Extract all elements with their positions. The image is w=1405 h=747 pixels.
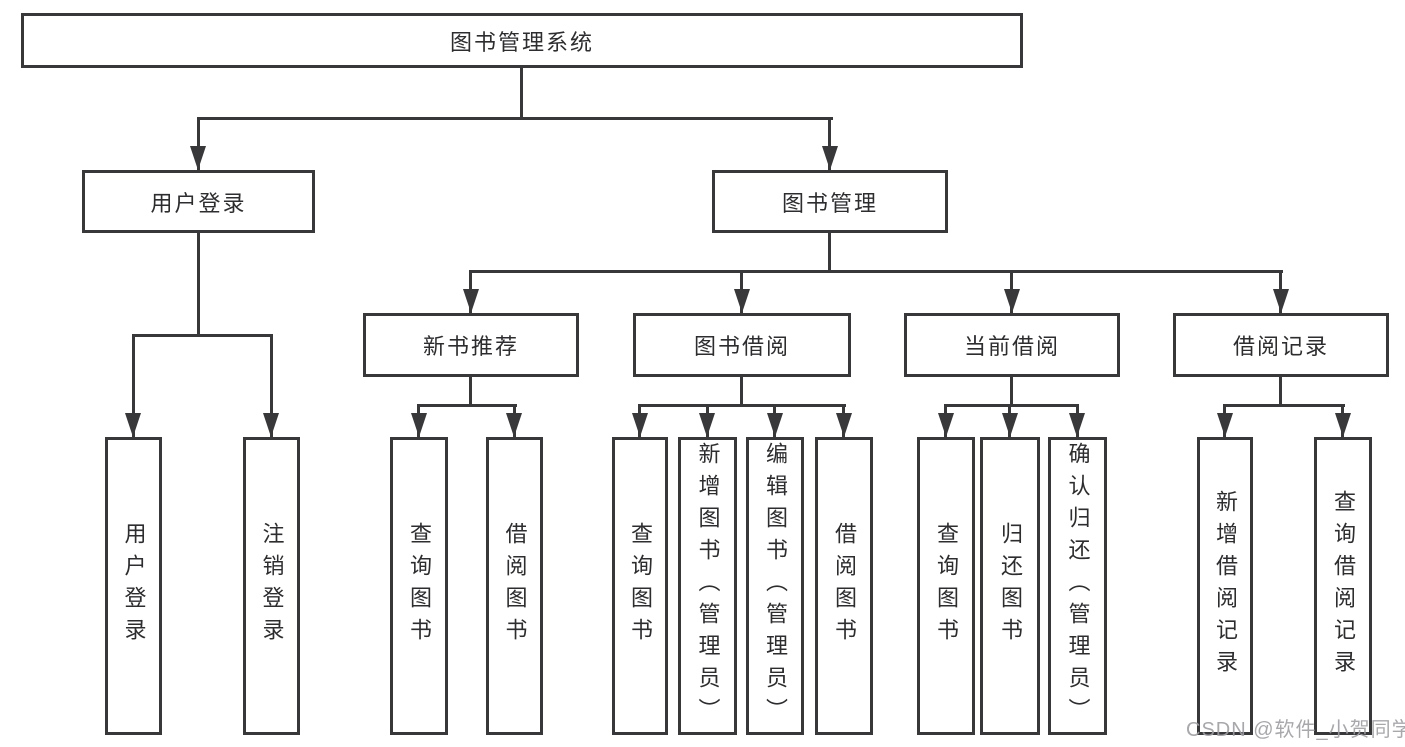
leaf-borrow-books-recommend: 借阅图书 bbox=[486, 437, 543, 735]
connector-line bbox=[1223, 404, 1345, 407]
node-new-book-recommend: 新书推荐 bbox=[363, 313, 579, 377]
arrowhead-down-icon bbox=[463, 289, 479, 313]
connector-line bbox=[638, 404, 846, 407]
connector-line bbox=[132, 334, 135, 437]
leaf-query-books-current: 查询图书 bbox=[917, 437, 975, 735]
arrowhead-down-icon bbox=[190, 146, 206, 170]
connector-line bbox=[828, 117, 831, 170]
node-user-login-label: 用户登录 bbox=[150, 190, 247, 216]
leaf-query-books-recommend: 查询图书 bbox=[390, 437, 448, 735]
node-current-borrow: 当前借阅 bbox=[904, 313, 1120, 377]
node-borrow-record: 借阅记录 bbox=[1173, 313, 1389, 377]
leaf-borrow-books-recommend-label: 借阅图书 bbox=[502, 522, 528, 650]
connector-line bbox=[740, 377, 743, 407]
arrowhead-down-icon bbox=[1217, 413, 1233, 437]
node-book-borrow-label: 图书借阅 bbox=[693, 334, 790, 359]
arrowhead-down-icon bbox=[125, 413, 141, 437]
arrowhead-down-icon bbox=[699, 413, 715, 437]
leaf-query-books-current-label: 查询图书 bbox=[934, 522, 959, 650]
leaf-add-books-admin: 新增图书（管理员） bbox=[678, 437, 737, 735]
arrowhead-down-icon bbox=[822, 146, 838, 170]
leaf-user-login: 用户登录 bbox=[105, 437, 162, 735]
arrowhead-down-icon bbox=[767, 413, 783, 437]
arrowhead-down-icon bbox=[1335, 413, 1351, 437]
connector-line bbox=[828, 233, 831, 273]
leaf-confirm-return-admin-label: 确认归还（管理员） bbox=[1065, 442, 1091, 730]
arrowhead-down-icon bbox=[836, 413, 852, 437]
leaf-confirm-return-admin: 确认归还（管理员） bbox=[1048, 437, 1107, 735]
connector-line bbox=[197, 233, 200, 337]
node-book-borrow: 图书借阅 bbox=[633, 313, 851, 377]
connector-line bbox=[469, 377, 472, 407]
arrowhead-down-icon bbox=[938, 413, 954, 437]
leaf-query-borrow-record: 查询借阅记录 bbox=[1314, 437, 1372, 735]
node-user-login: 用户登录 bbox=[82, 170, 315, 233]
connector-line bbox=[197, 117, 833, 120]
leaf-add-books-admin-label: 新增图书（管理员） bbox=[695, 442, 721, 730]
connector-line bbox=[1010, 377, 1013, 407]
connector-line bbox=[270, 334, 273, 437]
connector-line bbox=[944, 404, 1079, 407]
arrowhead-down-icon bbox=[506, 413, 522, 437]
leaf-borrow-books-label: 借阅图书 bbox=[832, 522, 857, 650]
arrowhead-down-icon bbox=[1069, 413, 1085, 437]
arrowhead-down-icon bbox=[411, 413, 427, 437]
leaf-edit-books-admin-label: 编辑图书（管理员） bbox=[763, 442, 788, 730]
connector-line bbox=[197, 117, 200, 170]
leaf-edit-books-admin: 编辑图书（管理员） bbox=[746, 437, 804, 735]
connector-line bbox=[1279, 377, 1282, 407]
connector-line bbox=[520, 68, 523, 120]
node-book-management: 图书管理 bbox=[712, 170, 948, 233]
leaf-query-books-borrow: 查询图书 bbox=[612, 437, 668, 735]
node-book-management-label: 图书管理 bbox=[781, 190, 878, 216]
leaf-add-borrow-record-label: 新增借阅记录 bbox=[1213, 490, 1238, 682]
leaf-return-books: 归还图书 bbox=[980, 437, 1040, 735]
arrowhead-down-icon bbox=[632, 413, 648, 437]
arrowhead-down-icon bbox=[1002, 413, 1018, 437]
watermark: CSDN @软件_小贺同学 bbox=[1186, 719, 1405, 741]
arrowhead-down-icon bbox=[734, 289, 750, 313]
node-root: 图书管理系统 bbox=[21, 13, 1023, 68]
connector-line bbox=[417, 404, 517, 407]
node-new-book-recommend-label: 新书推荐 bbox=[422, 334, 519, 359]
node-root-label: 图书管理系统 bbox=[449, 29, 594, 55]
arrowhead-down-icon bbox=[1273, 289, 1289, 313]
connector-line bbox=[132, 334, 273, 337]
leaf-query-borrow-record-label: 查询借阅记录 bbox=[1331, 490, 1356, 682]
leaf-user-login-label: 用户登录 bbox=[121, 522, 147, 650]
node-current-borrow-label: 当前借阅 bbox=[963, 334, 1060, 359]
leaf-logout: 注销登录 bbox=[243, 437, 300, 735]
leaf-borrow-books: 借阅图书 bbox=[815, 437, 873, 735]
leaf-logout-label: 注销登录 bbox=[259, 522, 285, 650]
leaf-return-books-label: 归还图书 bbox=[998, 522, 1023, 650]
node-borrow-record-label: 借阅记录 bbox=[1232, 334, 1329, 359]
connector-line bbox=[469, 270, 1283, 273]
arrowhead-down-icon bbox=[1004, 289, 1020, 313]
leaf-query-books-recommend-label: 查询图书 bbox=[407, 522, 432, 650]
leaf-add-borrow-record: 新增借阅记录 bbox=[1197, 437, 1253, 735]
arrowhead-down-icon bbox=[263, 413, 279, 437]
leaf-query-books-borrow-label: 查询图书 bbox=[628, 522, 653, 650]
